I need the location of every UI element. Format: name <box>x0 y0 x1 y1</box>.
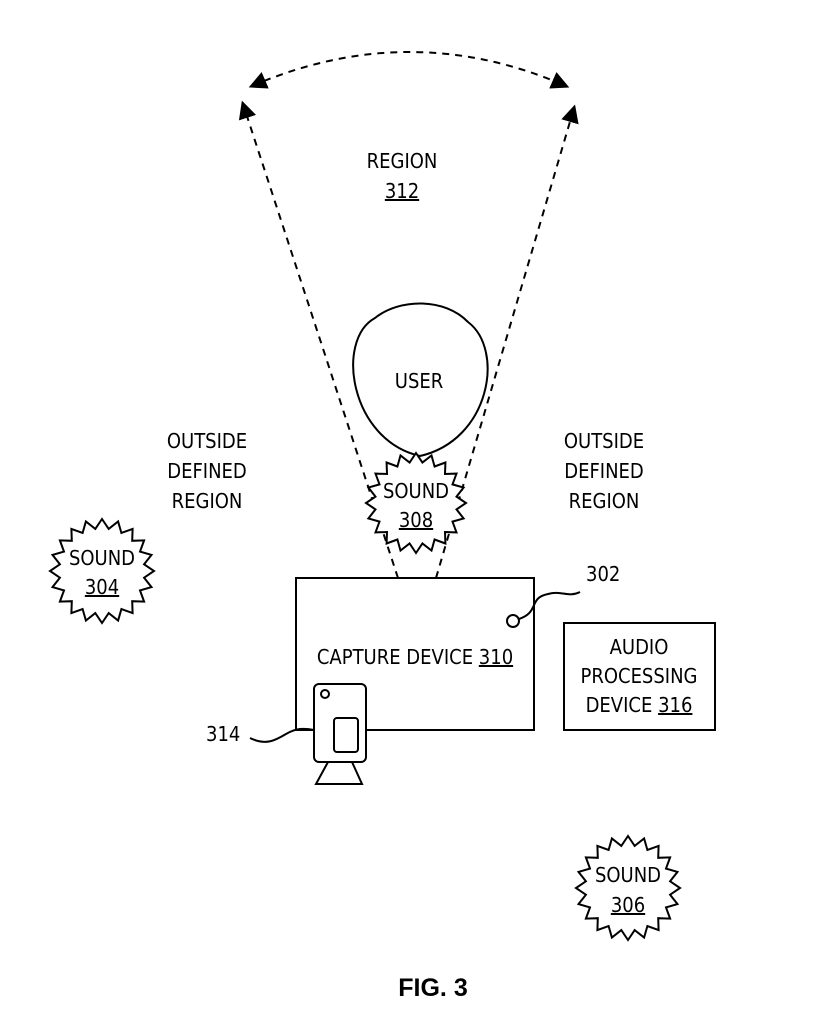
camera-leader-line <box>249 727 315 743</box>
outside-left-line3: REGION <box>172 489 243 513</box>
audio-processing-line2: PROCESSING <box>580 664 697 688</box>
microphone-ref: 302 <box>586 562 620 586</box>
sound-308-burst <box>364 451 468 555</box>
user-label: USER <box>395 369 443 393</box>
sound-304-label: SOUND <box>69 546 135 570</box>
audio-processing-box <box>563 622 716 731</box>
outside-right-line3: REGION <box>569 489 640 513</box>
camera-ref: 314 <box>206 722 240 746</box>
microphone-leader-line <box>518 591 581 620</box>
capture-device-label: CAPTURE DEVICE 310 <box>317 645 513 669</box>
outside-left-line2: DEFINED <box>167 459 247 483</box>
figure-label: FIG. 3 <box>398 974 467 1002</box>
outside-right-line2: DEFINED <box>564 459 644 483</box>
sound-306-ref: 306 <box>611 893 645 917</box>
outside-left-line1: OUTSIDE <box>167 429 247 453</box>
sound-306-label: SOUND <box>595 863 661 887</box>
region-arc-arrow <box>248 51 570 89</box>
sound-308-label: SOUND <box>383 479 449 503</box>
sound-304-ref: 304 <box>85 575 119 599</box>
sound-306-burst <box>574 834 682 942</box>
camera-stand <box>314 761 364 785</box>
outside-right-line1: OUTSIDE <box>564 429 644 453</box>
audio-processing-line3: DEVICE 316 <box>586 693 693 717</box>
camera-indicator-icon <box>320 689 330 699</box>
user-shape <box>352 302 489 458</box>
microphone-icon <box>506 614 520 628</box>
sound-304-burst <box>48 517 156 625</box>
region-ref: 312 <box>385 179 419 203</box>
region-label: REGION <box>367 149 438 173</box>
camera-lens <box>333 717 359 753</box>
sound-308-ref: 308 <box>399 508 433 532</box>
audio-processing-line1: AUDIO <box>610 635 669 659</box>
